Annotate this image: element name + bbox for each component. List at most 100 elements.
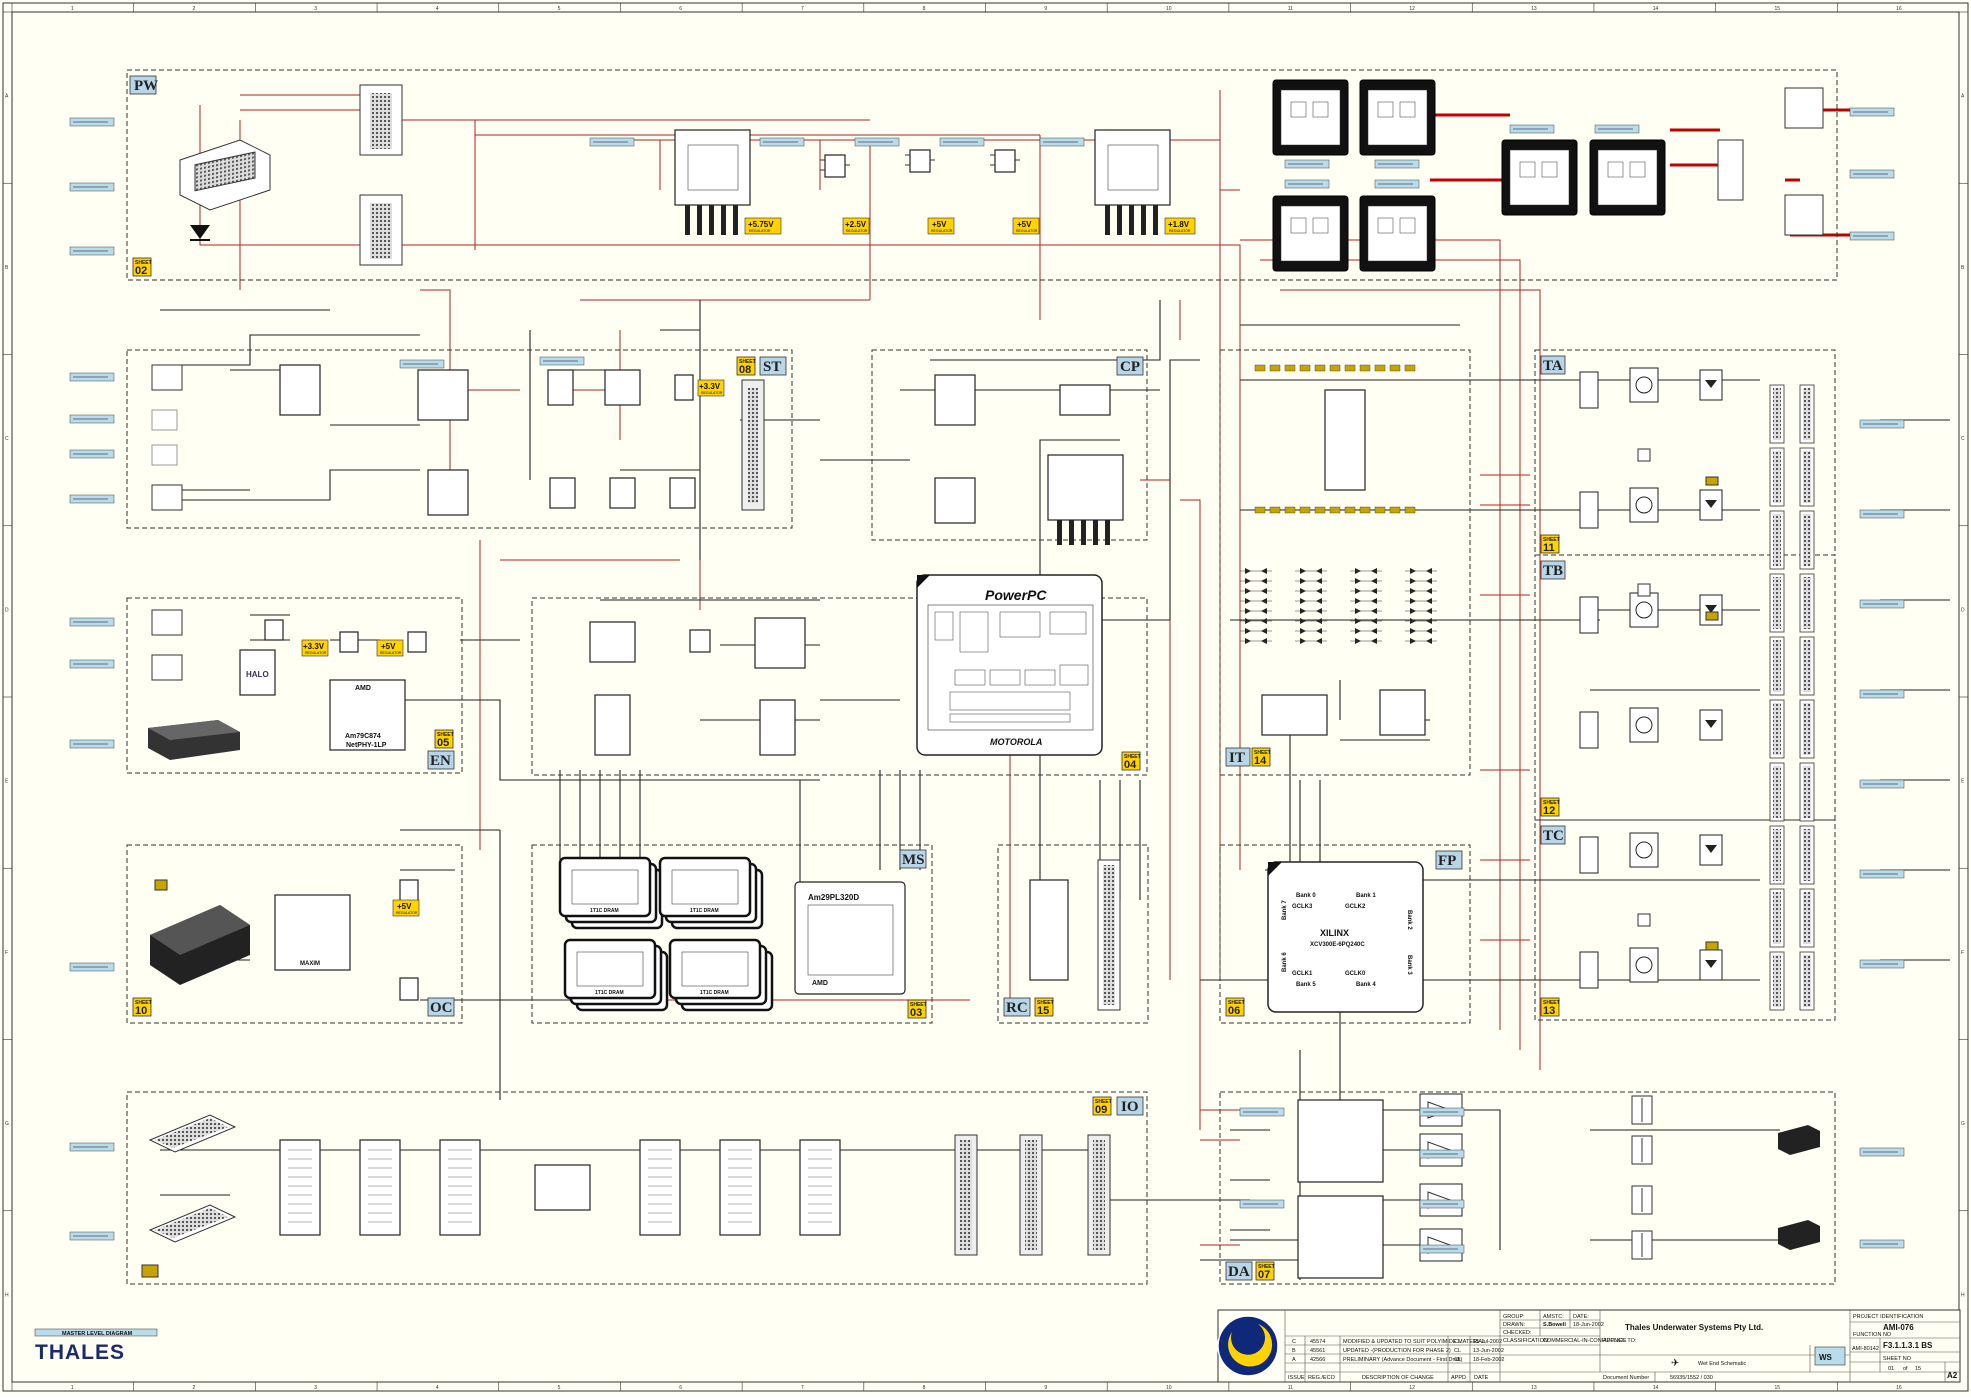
svg-text:REGULATOR: REGULATOR	[305, 651, 327, 655]
zone-row-label: H	[5, 1292, 9, 1298]
rev-appd: CL	[1454, 1357, 1461, 1363]
zone-row-label: B	[1961, 265, 1965, 271]
svg-text:SHEET: SHEET	[1095, 1099, 1112, 1105]
zone-row-label: E	[5, 779, 9, 785]
svg-text:SHEET: SHEET	[135, 1000, 152, 1006]
maxim-label: MAXIM	[300, 961, 320, 967]
tb-doc-number: 56935/1552 / 030	[1670, 1375, 1713, 1381]
fpga-gclk0: GCLK0	[1345, 971, 1366, 977]
oc-fiber-transceiver	[150, 905, 250, 985]
io-connectors	[954, 1134, 1111, 1256]
svg-text:REGULATOR: REGULATOR	[701, 391, 723, 395]
block-oc-label: OC	[430, 1000, 453, 1016]
oc-regulator	[399, 879, 419, 903]
tb-part-ref: AMI-80142	[1852, 1346, 1879, 1352]
tb-label-date: DATE:	[1573, 1314, 1589, 1320]
halo-label: HALO	[246, 670, 269, 679]
svg-text:+3.3V: +3.3V	[303, 642, 325, 651]
zone-col-label: 5	[558, 6, 561, 12]
st-sensor	[604, 369, 641, 406]
en-regulator-2	[407, 631, 427, 653]
svg-text:SHEET: SHEET	[1543, 537, 1560, 543]
regulator-chip-18	[1094, 129, 1171, 235]
wiring	[160, 90, 1950, 1280]
power-connector	[179, 139, 271, 211]
zone-col-label: 7	[801, 6, 804, 12]
zone-col-label: 9	[1044, 6, 1047, 12]
svg-text:+5V: +5V	[1017, 220, 1032, 229]
sheet-word: SHEET	[135, 260, 152, 266]
tb-company: Thales Underwater Systems Pty Ltd.	[1625, 1323, 1763, 1332]
block-pw-label: PW	[134, 78, 158, 94]
rev-date: 13-Jun-2002	[1473, 1348, 1504, 1354]
fpga-gclk3: GCLK3	[1292, 904, 1313, 910]
en-buffer	[264, 619, 284, 641]
zone-col-label: 12	[1409, 6, 1415, 12]
it-adc	[1261, 694, 1328, 736]
fpga-bank0: Bank 0	[1296, 893, 1316, 899]
zone-col-label: 13	[1531, 1385, 1537, 1391]
svg-text:SHEET: SHEET	[739, 359, 756, 365]
tb-label-doc: Document Number	[1603, 1375, 1649, 1381]
fpga-bank2: Bank 2	[1406, 910, 1412, 930]
rev-rev: B	[1292, 1348, 1296, 1354]
svg-text:SHEET: SHEET	[1543, 1000, 1560, 1006]
tb-label-classification: CLASSIFICATION:	[1503, 1338, 1550, 1344]
it-amplifier	[1379, 689, 1426, 736]
block-rc-label: RC	[1006, 1000, 1028, 1016]
block-pw: PW SHEET 02	[126, 69, 1838, 281]
block-io-label: IO	[1121, 1099, 1139, 1115]
block-en-label: EN	[430, 753, 451, 769]
zone-col-label: 11	[1288, 6, 1293, 12]
io-buffers	[279, 1139, 841, 1236]
it-mux	[1324, 389, 1366, 491]
block-tc-sheet: 13	[1543, 1005, 1555, 1017]
zone-col-label: 2	[193, 6, 196, 12]
svg-text:REGULATOR: REGULATOR	[1016, 229, 1038, 233]
temp-sensor-2	[609, 477, 636, 509]
svg-text:SHEET: SHEET	[1258, 1264, 1275, 1270]
zone-col-label: 1	[71, 1385, 74, 1391]
zone-row-label: A	[1961, 94, 1965, 100]
logo-caption: MASTER LEVEL DIAGRAM	[62, 1331, 133, 1337]
zone-col-label: 13	[1531, 6, 1537, 12]
block-it-sheet: 14	[1254, 755, 1267, 767]
rev-header-appd: APPD	[1451, 1375, 1466, 1381]
sdram-label: 1T1C DRAM	[700, 990, 729, 996]
tb-project: AMI-076	[1883, 1323, 1914, 1332]
cp-oscillator	[1059, 384, 1111, 416]
block-io-sheet: 09	[1095, 1104, 1107, 1116]
zone-col-label: 1	[71, 6, 74, 12]
svg-text:SHEET: SHEET	[1543, 800, 1560, 806]
connector-filter-out	[1717, 139, 1744, 201]
block-ppc-sheet: 04	[1124, 759, 1137, 771]
io-led	[141, 1264, 159, 1278]
tb-title: Wet End Schematic	[1698, 1361, 1746, 1367]
block-fp-label: FP	[1438, 853, 1456, 869]
tb-of: of	[1903, 1366, 1908, 1372]
block-fp-sheet: 06	[1228, 1005, 1240, 1017]
block-ta-sheet: 11	[1543, 542, 1555, 554]
temp-sensor-1	[549, 477, 576, 509]
zone-col-label: 3	[314, 1385, 317, 1391]
rev-header-desc: DESCRIPTION OF CHANGE	[1362, 1375, 1434, 1381]
ppc-buffer-1	[594, 694, 631, 756]
svg-text:+5V: +5V	[397, 902, 412, 911]
block-cp: CP	[871, 349, 1148, 545]
regulator-chip-575	[674, 129, 751, 235]
zone-row-label: D	[1961, 607, 1965, 613]
zone-row-label: C	[1961, 436, 1965, 442]
rev-ecn: 45561	[1310, 1348, 1325, 1354]
tb-drawn-by: S.Bowell	[1543, 1322, 1566, 1328]
tb-classification: COMMERCIAL-IN-CONFIDENCE	[1543, 1338, 1626, 1344]
io-card-slot-1	[148, 1114, 237, 1153]
io-pld	[534, 1164, 591, 1211]
svg-text:+5V: +5V	[932, 220, 947, 229]
en-rj45-2	[151, 654, 183, 681]
